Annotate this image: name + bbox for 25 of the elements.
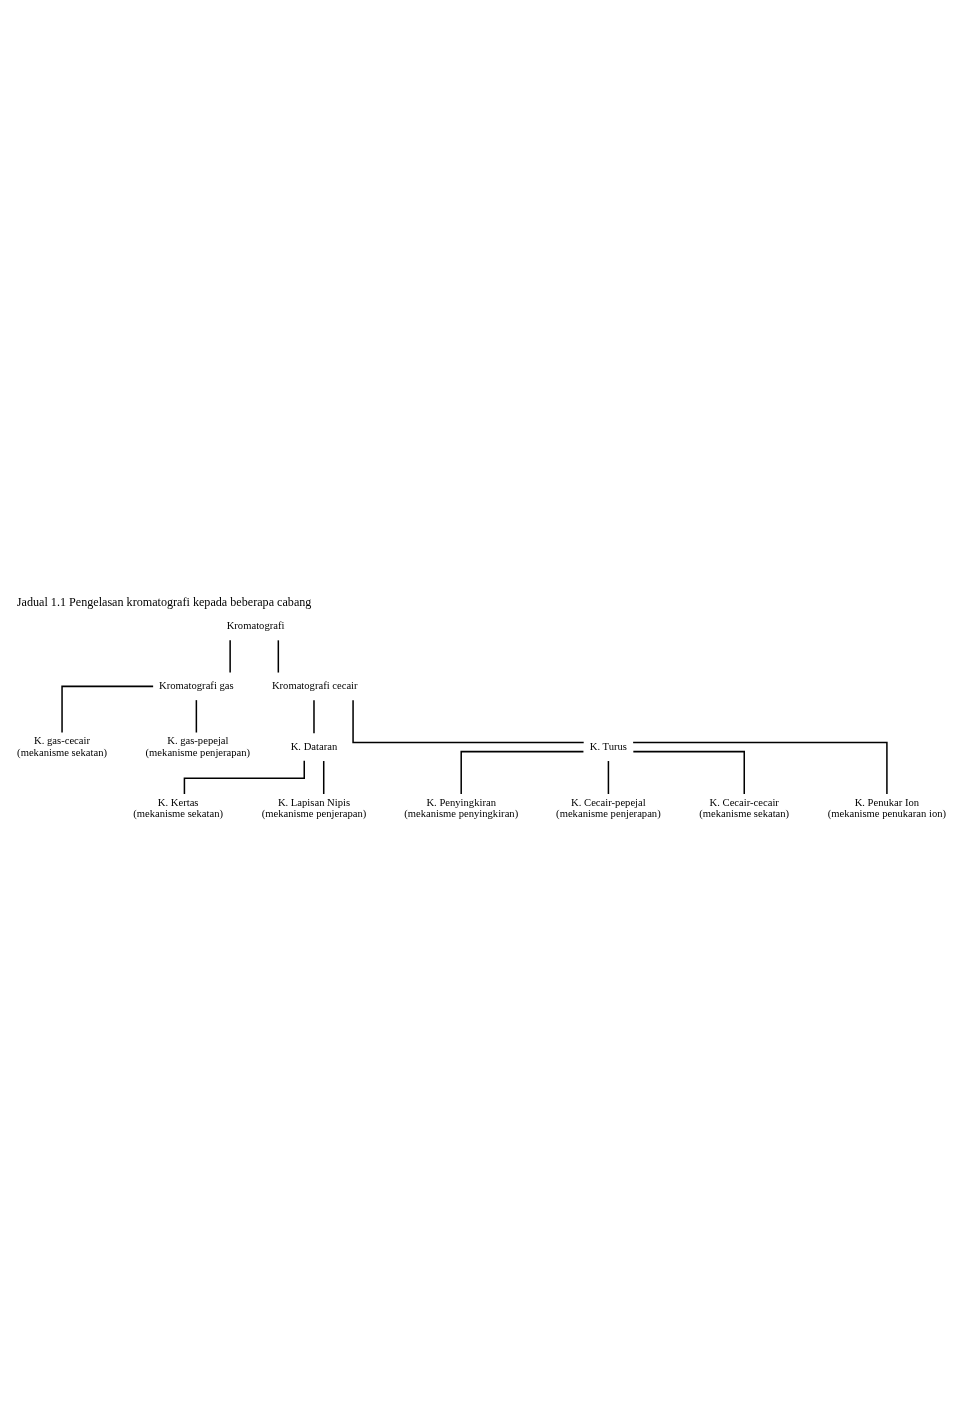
connector xyxy=(277,639,280,674)
node-text: K. Kertas (mekanisme sekatan) xyxy=(133,796,224,820)
node-text: K. gas-pepejal (mekanisme penjerapan) xyxy=(145,735,251,758)
connector xyxy=(61,685,154,734)
node-text: K. Cecair-pepejal (mekanisme penjerapan) xyxy=(556,796,661,820)
node-text: K. Lapisan Nipis (mekanisme penjerapan) xyxy=(261,796,367,820)
node-text: K. Turus xyxy=(589,740,627,752)
diagram-title: Jadual 1.1 Pengelasan kromatografi kepada beberapa cabang xyxy=(16,594,312,609)
node-text: Kromatografi xyxy=(226,620,285,632)
node-text: K. gas-cecair (mekanisme sekatan) xyxy=(17,735,107,758)
node-text: K. Penukar Ion (mekanisme penukaran ion) xyxy=(827,796,947,820)
node-text: Kromatografi gas xyxy=(159,680,234,692)
connector xyxy=(607,760,610,795)
connector xyxy=(229,639,231,674)
node-text: K. Dataran xyxy=(290,740,338,752)
node-text: K. Penyingkiran (mekanisme penyingkiran) xyxy=(404,796,519,820)
node-text: Kromatografi cecair xyxy=(271,680,358,692)
connector xyxy=(352,699,585,744)
connector xyxy=(460,750,585,795)
connector xyxy=(313,699,315,735)
node-text: K. Cecair-cecair (mekanisme sekatan) xyxy=(699,796,790,820)
connector xyxy=(632,750,745,795)
connector xyxy=(322,760,325,795)
connector xyxy=(195,699,198,734)
connector xyxy=(632,741,888,795)
